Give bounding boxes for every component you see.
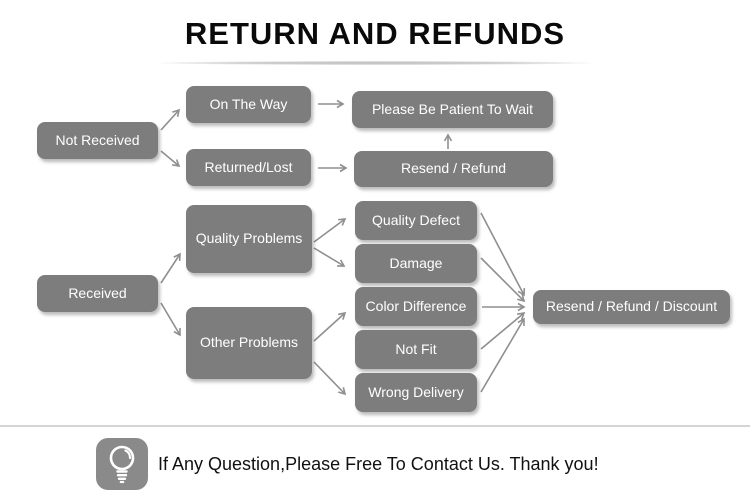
node-quality-defect: Quality Defect xyxy=(355,201,477,240)
node-resend-refund: Resend / Refund xyxy=(354,151,553,187)
node-quality-problems: Quality Problems xyxy=(186,205,312,273)
footer-divider xyxy=(0,425,750,427)
page-title: RETURN AND REFUNDS xyxy=(184,16,566,51)
footer-message: If Any Question,Please Free To Contact U… xyxy=(158,453,599,474)
title-underline xyxy=(158,61,592,65)
node-on-the-way: On The Way xyxy=(186,86,311,123)
node-not-received: Not Received xyxy=(37,122,158,159)
node-not-fit: Not Fit xyxy=(355,330,477,369)
node-color-difference: Color Difference xyxy=(355,287,477,326)
node-other-problems: Other Problems xyxy=(186,307,312,379)
node-wrong-delivery: Wrong Delivery xyxy=(355,373,477,412)
lightbulb-icon xyxy=(96,438,148,490)
node-received: Received xyxy=(37,275,158,312)
node-damage: Damage xyxy=(355,244,477,283)
node-please-be-patient: Please Be Patient To Wait xyxy=(352,91,553,128)
node-returned-lost: Returned/Lost xyxy=(186,149,311,186)
node-resend-refund-discount: Resend / Refund / Discount xyxy=(533,290,730,324)
